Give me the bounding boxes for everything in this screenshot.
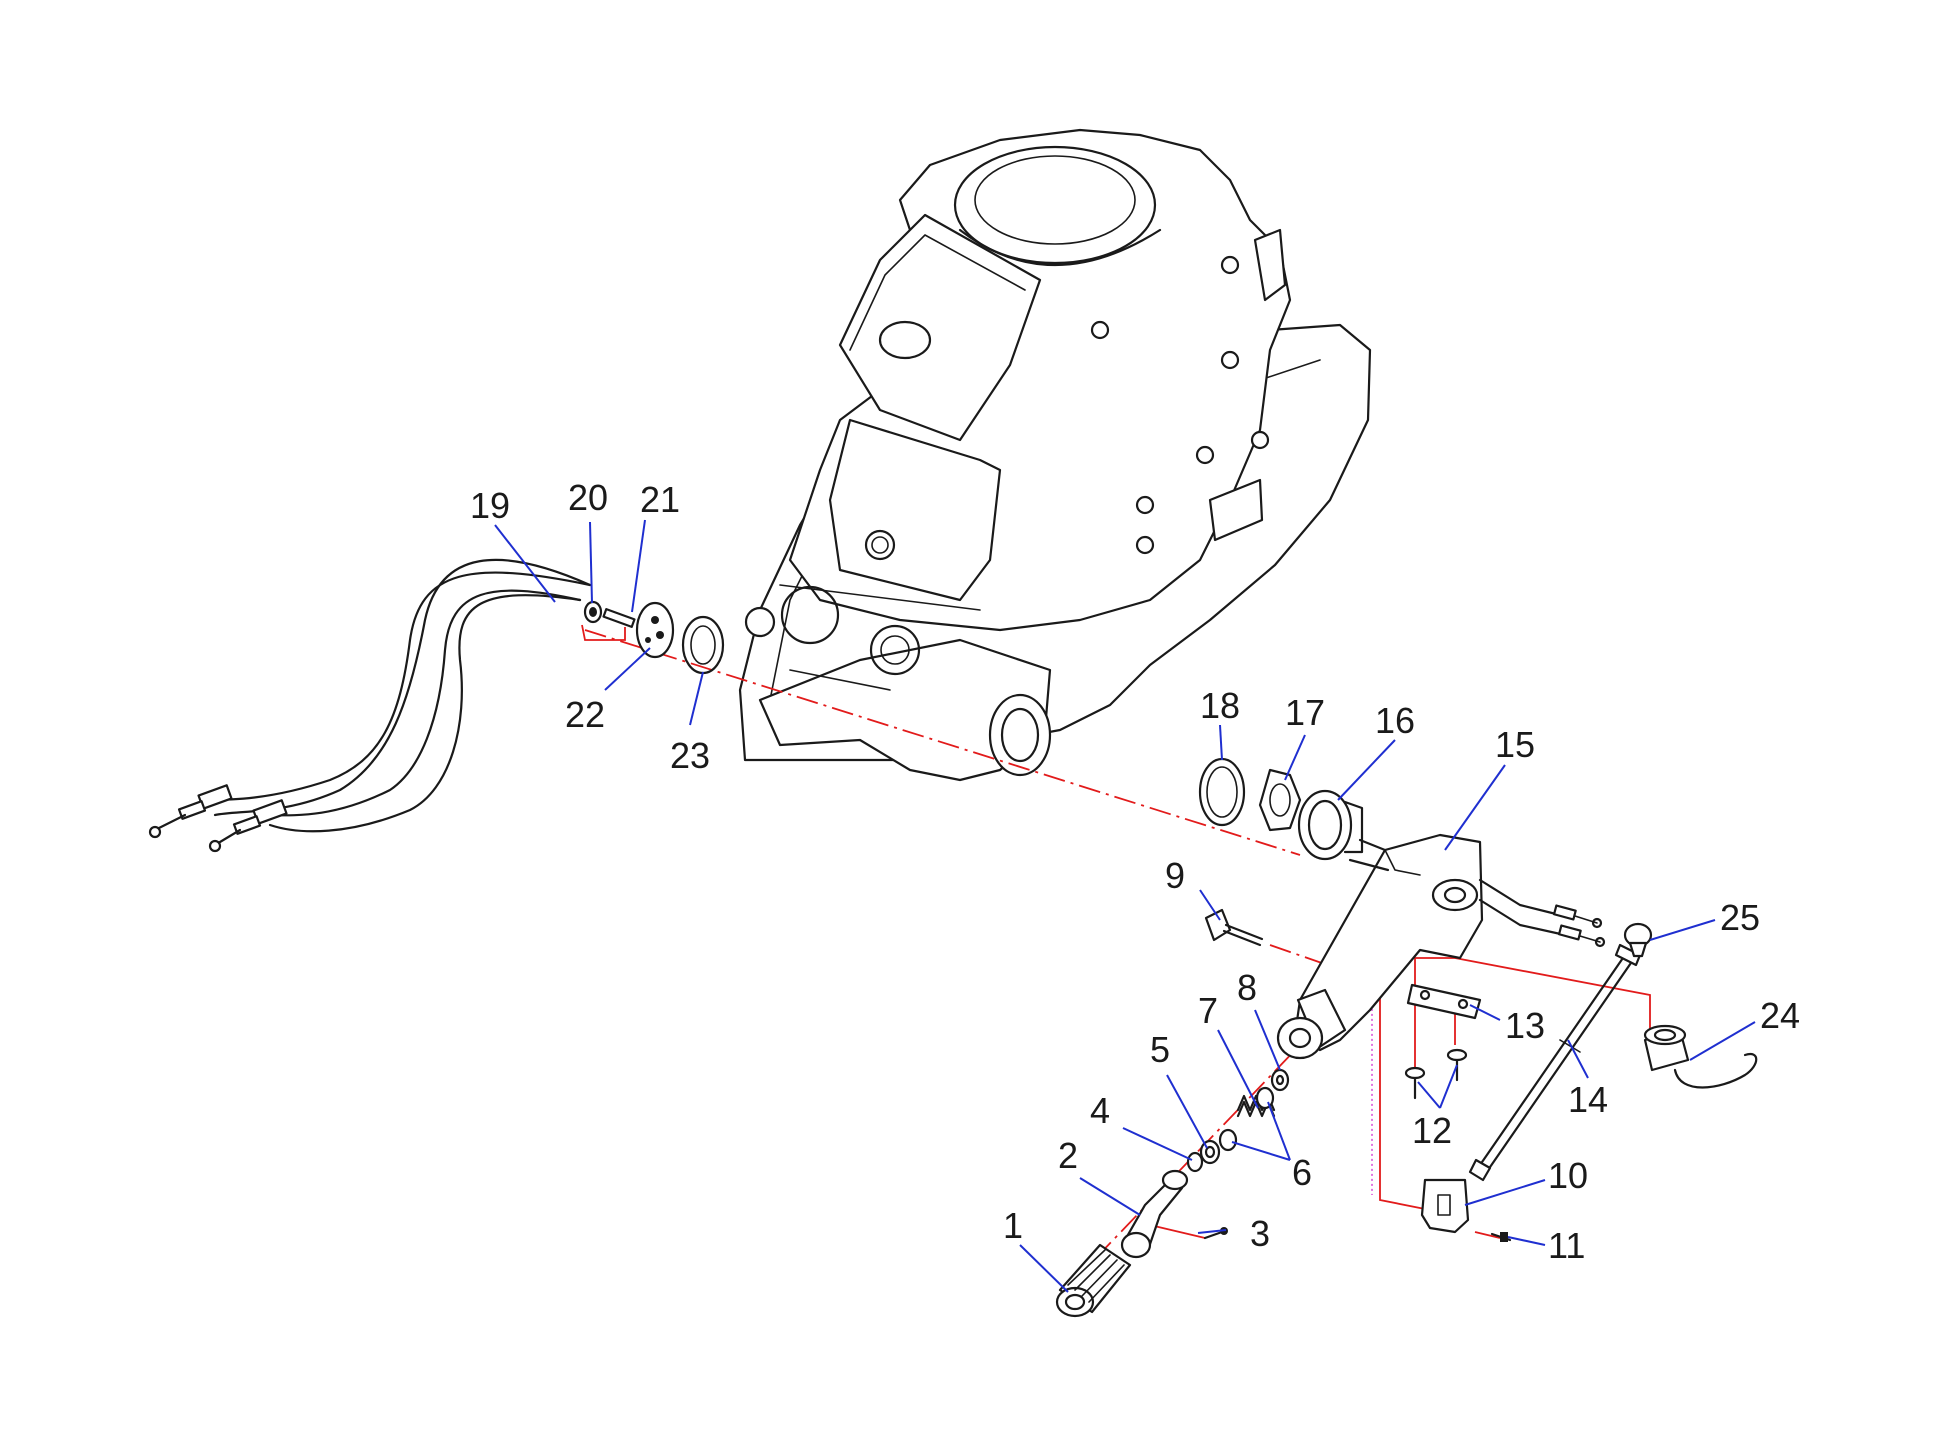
callout-23: 23 (670, 735, 710, 776)
leader-12a (1417, 1081, 1441, 1109)
engine-housing (738, 128, 1372, 782)
part-10-clamp (1420, 1178, 1470, 1234)
main-axis (584, 629, 1301, 856)
leader-19 (494, 524, 556, 603)
leader-6a (1267, 1101, 1291, 1161)
cable-end-1 (148, 784, 233, 839)
leader-3 (1197, 1229, 1227, 1234)
assembly-axes (581, 624, 1651, 1286)
leader-11 (1507, 1236, 1546, 1246)
callout-9: 9 (1165, 855, 1185, 896)
callout-11: 11 (1548, 1225, 1585, 1266)
leader-6b (1231, 1141, 1291, 1161)
leader-20 (589, 521, 593, 604)
callout-5: 5 (1150, 1029, 1170, 1070)
lower-axis (1269, 944, 1386, 986)
callout-14: 14 (1568, 1079, 1608, 1120)
leader-7 (1217, 1029, 1259, 1109)
callout-2: 2 (1058, 1135, 1078, 1176)
callout-4: 4 (1090, 1090, 1110, 1131)
leader-18 (1219, 724, 1223, 761)
callout-1: 1 (1003, 1205, 1023, 1246)
callout-21: 21 (640, 479, 680, 520)
guide-10 (1379, 985, 1431, 1211)
leader-1 (1019, 1244, 1069, 1293)
callout-13: 13 (1505, 1005, 1545, 1046)
guide-11 (1474, 1231, 1501, 1239)
callout-12: 12 (1412, 1110, 1452, 1151)
part-5-washer (1199, 1139, 1221, 1165)
part-11-screw (1490, 1232, 1512, 1242)
callout-17: 17 (1285, 692, 1325, 733)
part-21-pin (602, 608, 636, 628)
part-9-bolt (1204, 908, 1264, 947)
grip-axis (1069, 1044, 1301, 1286)
callout-19: 19 (470, 485, 510, 526)
callout-6: 6 (1292, 1152, 1312, 1193)
leader-8 (1254, 1009, 1281, 1071)
part-18-o-ring (1198, 757, 1246, 827)
leader-23 (689, 671, 704, 726)
part-14-rod (1468, 943, 1642, 1182)
callout-18: 18 (1200, 685, 1240, 726)
callout-10: 10 (1548, 1155, 1588, 1196)
part-17-washer (1258, 768, 1302, 832)
leader-lines (494, 519, 1756, 1293)
leader-14 (1567, 1039, 1589, 1079)
part-16-bushing (1297, 789, 1364, 861)
screw-3-axis (1149, 1224, 1206, 1239)
guide-13-12 (1414, 957, 1455, 1085)
part-20-nut (583, 600, 603, 624)
callout-25: 25 (1720, 897, 1760, 938)
callout-24: 24 (1760, 995, 1800, 1036)
callout-16: 16 (1375, 700, 1415, 741)
callout-7: 7 (1198, 990, 1218, 1031)
part-23-ring (681, 615, 725, 675)
callout-22: 22 (565, 694, 605, 735)
cable-end-2 (208, 799, 288, 853)
part-15-tiller-arm (1276, 833, 1606, 1060)
leader-9 (1199, 889, 1221, 921)
part-12-screws (1404, 1048, 1468, 1100)
guide-20-22 (581, 624, 626, 641)
leader-13 (1469, 1004, 1501, 1021)
callout-8: 8 (1237, 967, 1257, 1008)
part-22-disc (635, 601, 675, 659)
leader-2 (1079, 1177, 1141, 1216)
part-2-throttle-shaft (1120, 1169, 1189, 1259)
leader-24 (1689, 1021, 1756, 1061)
part-24-switch (1643, 1024, 1758, 1089)
part-1-grip (1055, 1243, 1132, 1318)
leader-4 (1122, 1127, 1193, 1161)
callout-15: 15 (1495, 724, 1535, 765)
part-4-ring (1186, 1151, 1204, 1173)
leader-21 (631, 519, 646, 613)
throttle-cables (148, 558, 592, 853)
callout-3: 3 (1250, 1213, 1270, 1254)
part-25-knob (1623, 922, 1653, 958)
leader-5 (1166, 1074, 1208, 1149)
part-13-plate (1406, 983, 1482, 1020)
part-8-ring (1270, 1068, 1290, 1092)
leader-12b (1439, 1064, 1458, 1109)
callout-20: 20 (568, 477, 608, 518)
leader-15 (1444, 764, 1506, 851)
callout-labels: 1 2 3 4 5 6 7 8 9 10 11 12 13 14 15 16 1… (470, 477, 1800, 1266)
leader-22 (604, 647, 651, 691)
leader-17 (1284, 734, 1306, 781)
leader-10 (1464, 1179, 1546, 1206)
leader-16 (1337, 739, 1396, 801)
guide-24 (1454, 957, 1651, 1030)
leader-25 (1649, 919, 1716, 941)
